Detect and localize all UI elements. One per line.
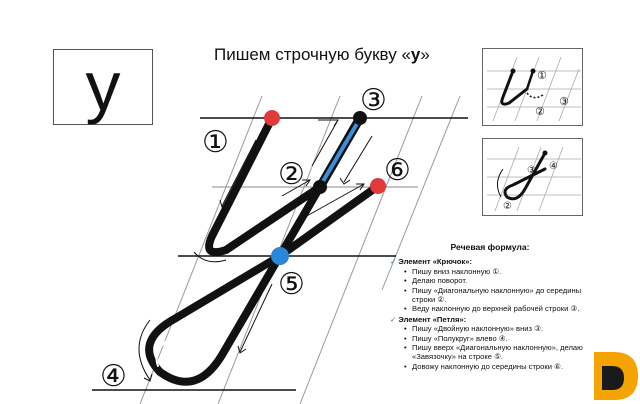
thumb2-label-2: ② [503,201,512,212]
loop-inner-highlight [155,329,187,367]
arrow-turn [193,251,227,263]
step-label-4: ④ [100,359,127,394]
list-item: Пишу «Полукруг» влево ④. [404,334,590,344]
thumb-grid [487,146,581,212]
formula-loop-list: Пишу «Двойную наклонную» вниз ③. Пишу «П… [390,324,590,371]
step3-point-dot [353,111,367,125]
arrow-step3-right [343,135,373,183]
list-item: Делаю поворот. [404,276,590,286]
thumbnail-hook-element: ① ② ③ [482,48,583,126]
loop-stroke [145,182,382,386]
arrow-step6 [295,183,365,223]
arrow-loop-down [239,283,273,353]
formula-title: Речевая формула: [450,242,530,252]
formula-section-loop-title: Элемент «Петля»: [398,314,467,324]
speech-formula: Речевая формула: ✓Элемент «Крючок»: Пишу… [390,242,590,372]
thumb1-label-2: ② [535,105,545,118]
hook-stroke [205,114,324,257]
list-item: Пишу «Двойную наклонную» вниз ③. [404,324,590,334]
list-item: Пишу вниз наклонную ①. [404,267,590,277]
thumb2-label-3: ③ [527,165,536,176]
step-labels: ① ③ ② ⑥ ⑤ ④ [100,83,411,394]
formula-hook-list: Пишу вниз наклонную ①. Делаю поворот. Пи… [390,267,590,314]
thumb1-label-1: ① [537,69,547,82]
arrow-step2 [281,179,311,197]
thumb1-label-3: ③ [559,95,569,108]
step-label-2: ② [278,157,305,192]
formula-section-hook-title: Элемент «Крючок»: [398,257,472,267]
step2-point-dot [313,180,327,194]
formula-section-hook: ✓Элемент «Крючок»: [390,257,590,266]
letter-strokes [145,113,382,386]
brand-logo-icon [594,352,638,400]
letter-sample: у [85,47,121,125]
arrow-semicircle [138,319,151,381]
arrow-head [219,199,229,208]
end-point-dot [370,178,386,194]
step-label-3: ③ [360,83,387,118]
arrow-head [339,177,351,185]
double-slant-fill [320,120,360,185]
join-point-dot [271,247,289,265]
arrow-head [237,345,247,354]
thumb-grid [487,56,581,122]
step-label-1: ① [202,125,229,160]
thumb-loop-arrow [497,168,504,198]
check-icon: ✓ [390,314,397,324]
arrow-step1 [221,139,257,207]
thumb-loop-stroke [503,151,547,201]
arrow-head [318,119,339,127]
step-label-5: ⑤ [278,267,305,302]
direction-arrows [138,119,373,382]
arrow-head [302,179,311,187]
list-item: Пишу вверх «Диагональную наклонную», дел… [404,343,590,362]
arrow-head [143,373,153,382]
list-item: Веду наклонную до верхней рабочей строки… [404,304,590,314]
arrow-head [356,183,365,191]
formula-section-loop: ✓Элемент «Петля»: [390,315,590,324]
thumbnail-loop-element: ④ ③ ② [482,138,583,216]
start-point-dot [264,110,280,126]
title-letter: у [410,45,421,64]
slant-guide-line [139,95,263,404]
thumb-dashed-curve [526,92,544,99]
slant-guide-line [299,95,423,404]
page-title: Пишем строчную букву «у» [214,45,430,65]
step-label-6: ⑥ [384,153,411,188]
thumbnail-loop-diagram: ④ ③ ② [487,146,581,212]
letter-sample-box: у [53,47,153,125]
thumb2-label-4: ④ [549,161,558,172]
title-suffix: » [420,45,430,64]
thumb-slant-stroke [525,69,535,91]
list-item: Довожу наклонную до середины строки ⑥. [404,362,590,372]
arrow-step3-left [311,119,339,167]
slant-guide-line [381,95,461,291]
check-icon: ✓ [390,257,397,267]
thumb-hook-stroke [500,69,529,106]
thumbnail-hook-diagram: ① ② ③ [487,56,581,122]
logo-inner-shape [602,366,624,390]
list-item: Пишу «Диагональную наклонную» до середин… [404,286,590,305]
title-prefix: Пишем строчную букву « [214,45,411,64]
